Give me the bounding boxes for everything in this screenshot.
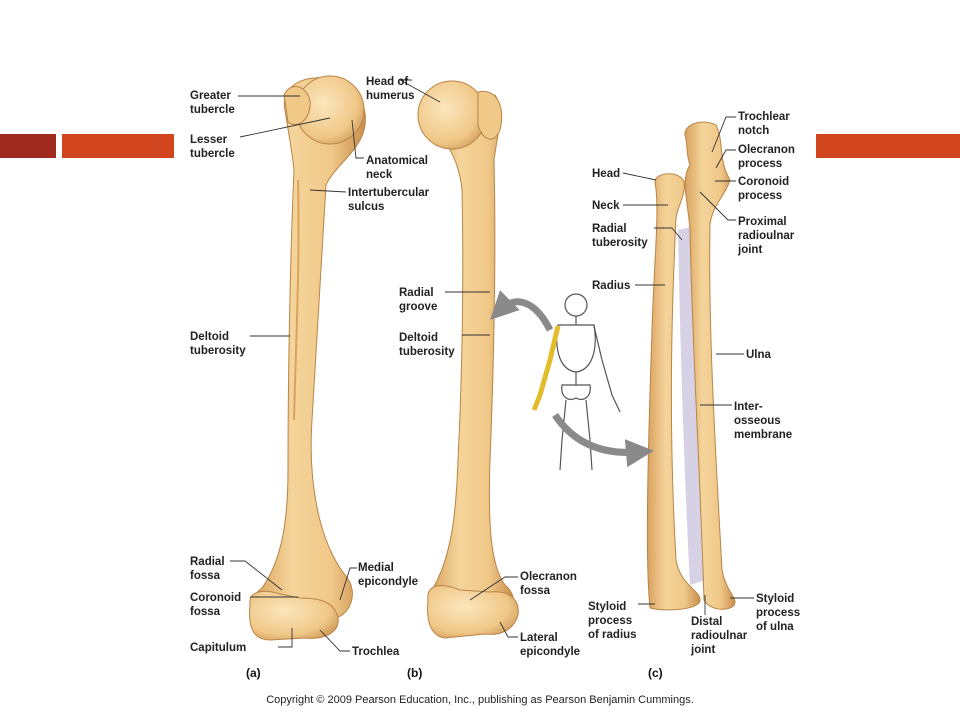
label-olecranon-process: Olecranon process bbox=[738, 144, 795, 170]
leader-lines bbox=[230, 79, 754, 652]
humerus-a-groove bbox=[293, 179, 300, 421]
copyright-notice: Copyright © 2009 Pearson Education, Inc.… bbox=[266, 694, 694, 706]
label-neck: Neck bbox=[592, 200, 620, 212]
label-head: Head bbox=[592, 168, 621, 180]
label-styloid-process-radius: Styloid process of radius bbox=[588, 601, 637, 641]
label-coronoid-fossa: Coronoid fossa bbox=[190, 592, 242, 618]
humerus-a-shaft bbox=[251, 77, 366, 619]
label-radial-groove: Radial groove bbox=[399, 287, 438, 313]
label-radial-tuberosity: Radial tuberosity bbox=[592, 223, 648, 249]
panel-label-a: (a) bbox=[246, 666, 261, 680]
panel-label-b: (b) bbox=[407, 666, 423, 680]
label-lateral-epicondyle: Lateral epicondyle bbox=[520, 632, 581, 658]
label-deltoid-tuberosity-b: Deltoid tuberosity bbox=[399, 332, 455, 358]
label-lesser-tubercle: Lesser tubercle bbox=[190, 134, 235, 160]
skeleton-legs bbox=[559, 399, 593, 471]
humerus-b-head bbox=[417, 80, 487, 150]
label-interosseous-membrane: Inter- osseous membrane bbox=[734, 401, 793, 441]
label-trochlea: Trochlea bbox=[352, 646, 400, 658]
label-styloid-process-ulna: Styloid process of ulna bbox=[756, 593, 801, 633]
humerus-b-tubercle bbox=[477, 90, 502, 140]
header-bar-left bbox=[62, 134, 174, 158]
skeleton-skull bbox=[564, 293, 588, 317]
humerus-a-condyle bbox=[249, 590, 339, 641]
skeleton-highlighted-arm bbox=[531, 325, 561, 411]
label-head-of-humerus: Head of humerus bbox=[366, 76, 415, 102]
humerus-b-condyle bbox=[427, 585, 519, 639]
label-radial-fossa: Radial fossa bbox=[190, 556, 225, 582]
panel-label-c: (c) bbox=[648, 666, 663, 680]
label-deltoid-tuberosity-a: Deltoid tuberosity bbox=[190, 331, 246, 357]
ulna-shape bbox=[684, 121, 736, 610]
label-intertubercular-sulcus: Intertubercular sulcus bbox=[348, 187, 430, 213]
arrow-to-humerus bbox=[490, 290, 554, 332]
label-medial-epicondyle: Medial epicondyle bbox=[358, 562, 419, 588]
label-greater-tubercle: Greater tubercle bbox=[190, 90, 235, 116]
label-olecranon-fossa: Olecranon fossa bbox=[520, 571, 577, 597]
arrow-to-forearm bbox=[552, 413, 654, 468]
label-anatomical-neck: Anatomical neck bbox=[366, 155, 428, 181]
humerus-posterior bbox=[417, 80, 519, 639]
label-capitulum: Capitulum bbox=[190, 642, 247, 654]
header-bar-right bbox=[816, 134, 960, 158]
humerus-anterior bbox=[249, 75, 366, 641]
skeleton-figure bbox=[531, 293, 621, 471]
header-bar-dark bbox=[0, 134, 56, 158]
radius-shape bbox=[646, 173, 701, 611]
skeleton-ribcage bbox=[556, 324, 596, 373]
skeleton-right-arm bbox=[593, 325, 621, 413]
label-coronoid-process: Coronoid process bbox=[738, 176, 790, 202]
label-proximal-radioulnar-joint: Proximal radioulnar joint bbox=[738, 216, 795, 256]
forearm-bones bbox=[646, 121, 736, 611]
label-ulna: Ulna bbox=[746, 349, 771, 361]
label-radius: Radius bbox=[592, 280, 631, 292]
skeleton-pelvis bbox=[561, 384, 591, 401]
label-distal-radioulnar-joint: Distal radioulnar joint bbox=[691, 616, 748, 656]
label-trochlear-notch: Trochlear notch bbox=[738, 111, 790, 137]
